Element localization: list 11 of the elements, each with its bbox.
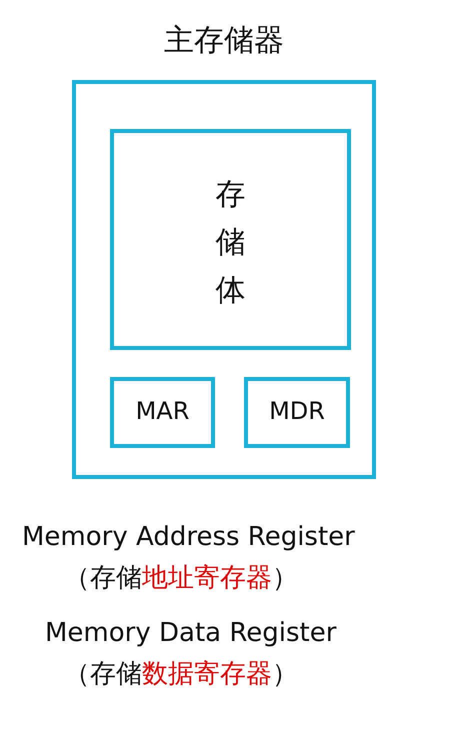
register-box — [110, 377, 215, 448]
register-translation: （存储地址寄存器） — [64, 562, 298, 595]
register-name: Memory Address Register — [22, 522, 355, 552]
register-name: Memory Data Register — [45, 618, 336, 648]
box-label: MAR — [134, 397, 190, 425]
register-translation: （存储数据寄存器） — [64, 658, 298, 691]
register-box — [244, 377, 350, 448]
box-label: 存储体 — [214, 176, 246, 310]
heading: 主存储器 — [163, 22, 285, 60]
storage-box — [110, 129, 351, 350]
box-label: MDR — [268, 397, 326, 425]
